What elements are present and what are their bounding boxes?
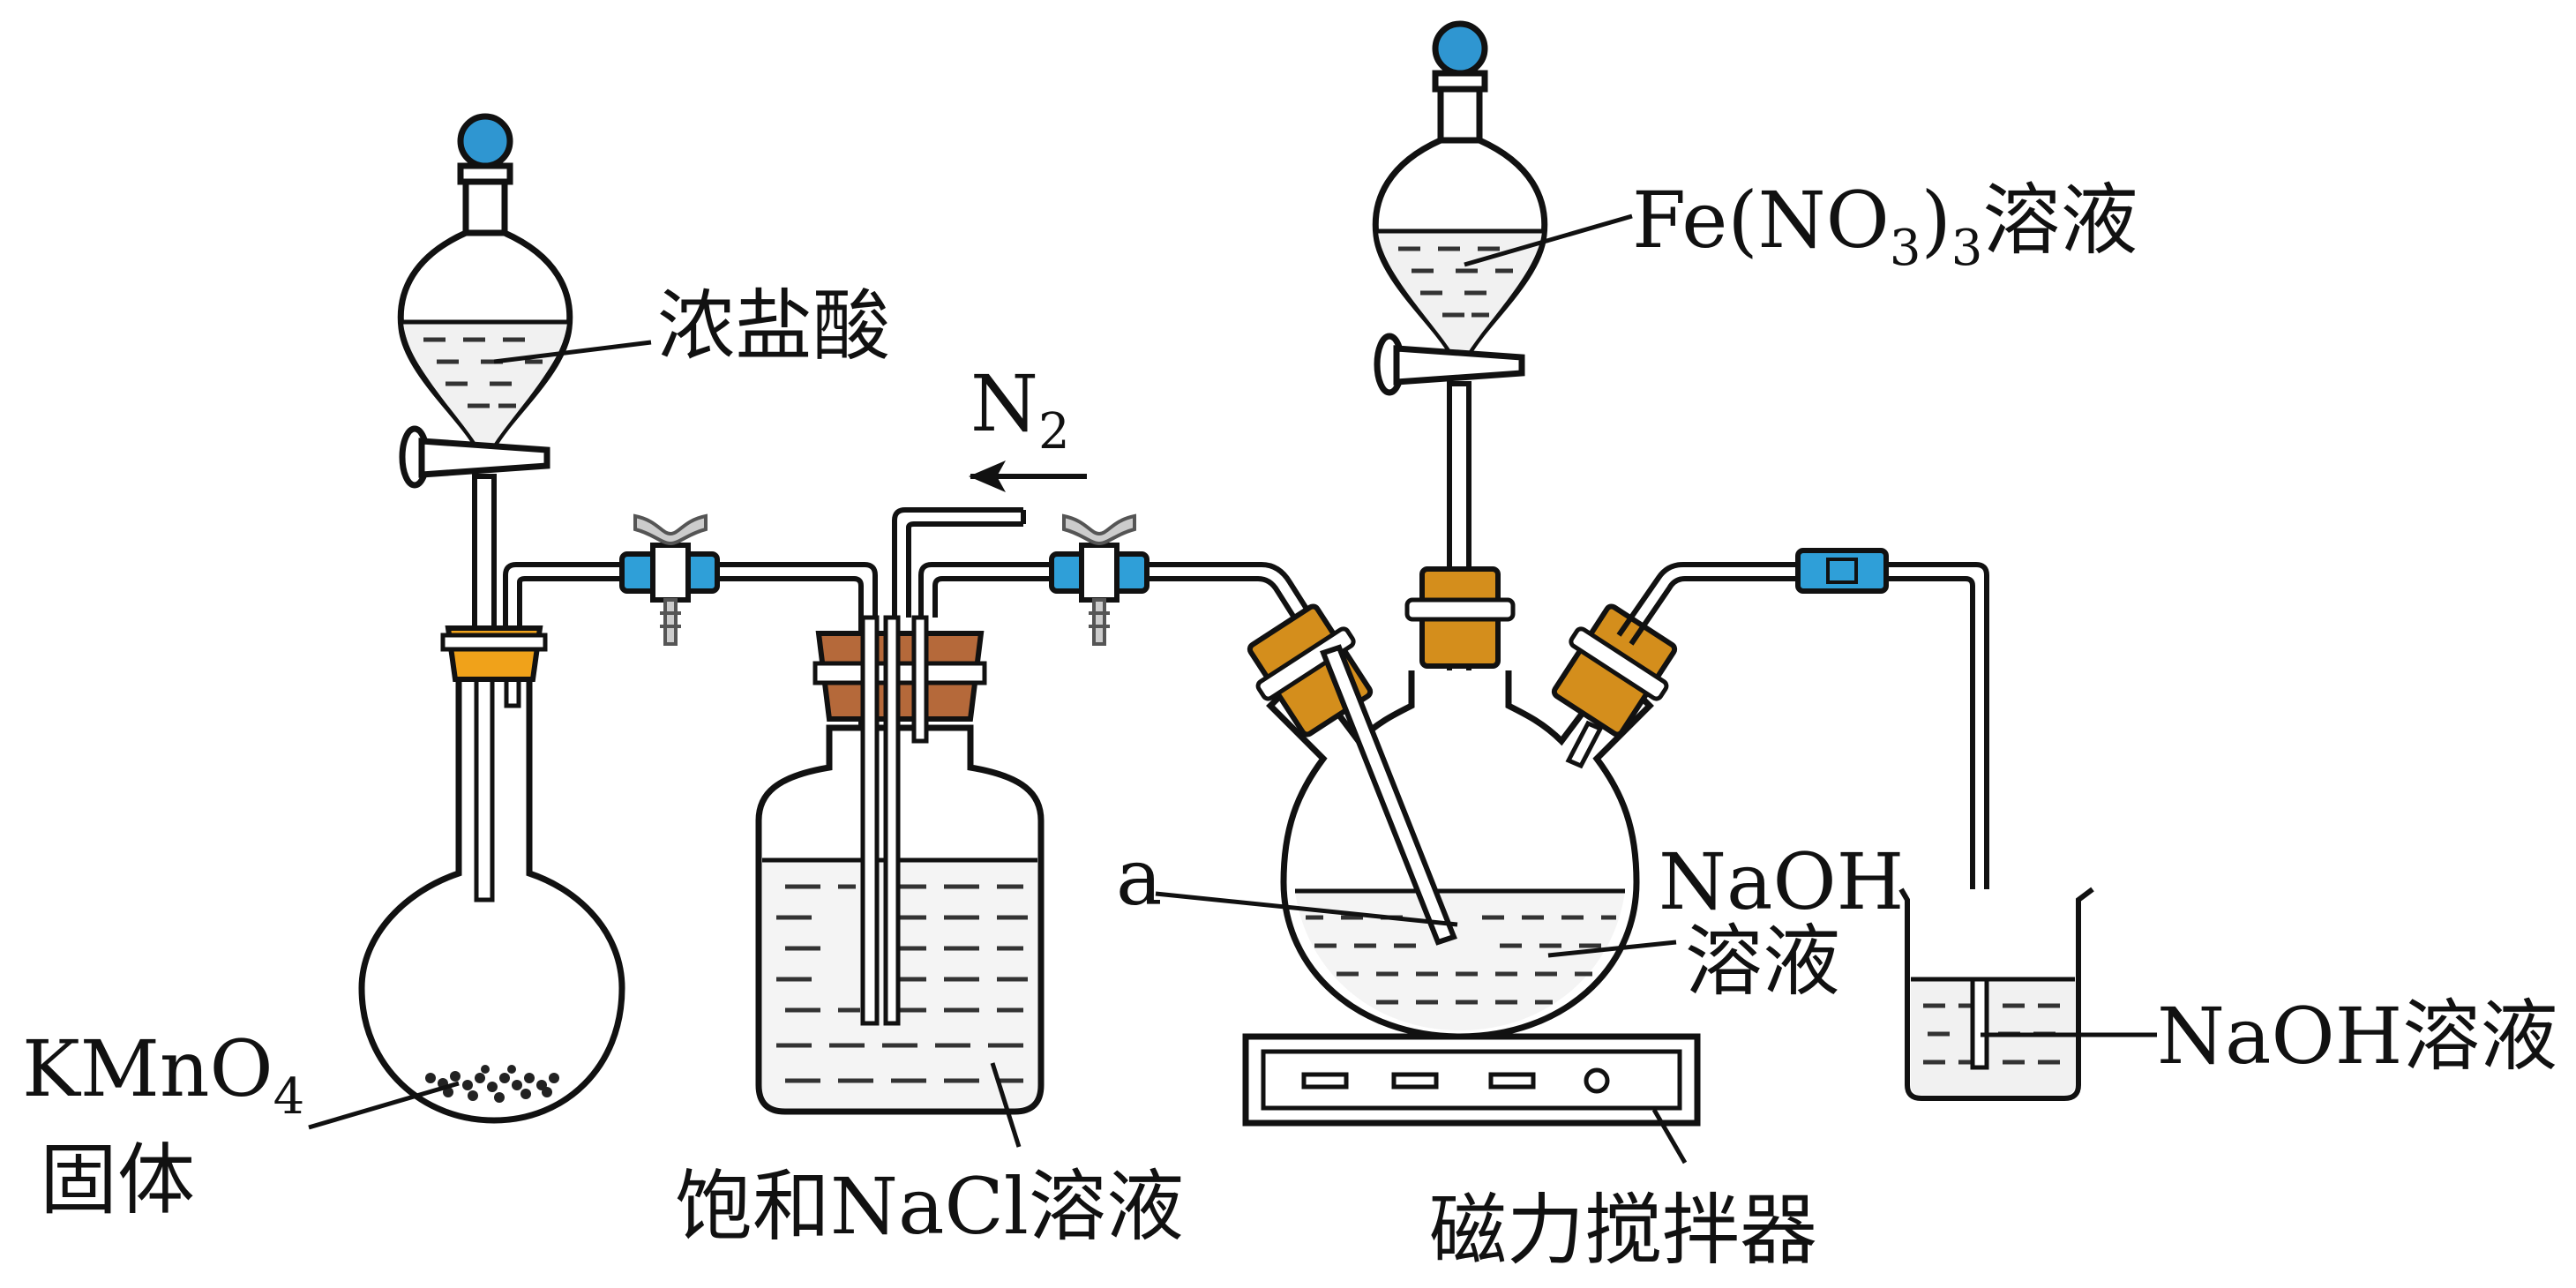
label-naoh-flask-line1: NaOH xyxy=(1659,836,1904,927)
n2-inlet-tube xyxy=(892,507,1026,618)
left-separatory-funnel xyxy=(397,113,573,902)
magnetic-stirrer xyxy=(1242,1033,1701,1127)
right-neck-cork xyxy=(1551,603,1678,738)
naoh-beaker xyxy=(1898,887,2094,1101)
left-neck-cork xyxy=(1247,603,1374,738)
label-kmno4: KMnO4 xyxy=(22,1023,304,1126)
stopcock-plug xyxy=(418,438,550,478)
flask-naoh-dashes xyxy=(1306,915,1616,1005)
label-conc-hcl: 浓盐酸 xyxy=(657,281,890,371)
pinch-clamp-2 xyxy=(1049,513,1149,646)
label-naoh-beaker: NaOH溶液 xyxy=(2157,991,2557,1082)
label-sat-nacl: 饱和NaCl溶液 xyxy=(675,1161,1184,1252)
label-solid: 固体 xyxy=(40,1134,195,1225)
three-neck-flask xyxy=(1247,566,1678,1040)
tube-connector xyxy=(1795,548,1889,594)
leader-lines xyxy=(308,213,2157,1164)
funnel-stopper-cap xyxy=(457,113,513,169)
label-n2: N2 xyxy=(970,358,1070,461)
gas-flow-arrow xyxy=(969,461,1087,492)
pinch-clamp-1 xyxy=(619,513,720,646)
stirrer-knob xyxy=(1584,1067,1610,1094)
label-fe-no3-solution: Fe(NO3)3溶液 xyxy=(1632,175,2138,277)
round-bottom-flask xyxy=(358,625,625,1124)
right-separatory-funnel xyxy=(1372,20,1548,826)
gas-washing-bottle xyxy=(755,615,1045,1115)
label-a: a xyxy=(1116,832,1162,923)
label-magnetic-stirrer: 磁力搅拌器 xyxy=(1429,1185,1817,1276)
label-naoh-flask-line2: 溶液 xyxy=(1685,916,1840,1007)
inlet-tube-a xyxy=(1320,644,1457,946)
